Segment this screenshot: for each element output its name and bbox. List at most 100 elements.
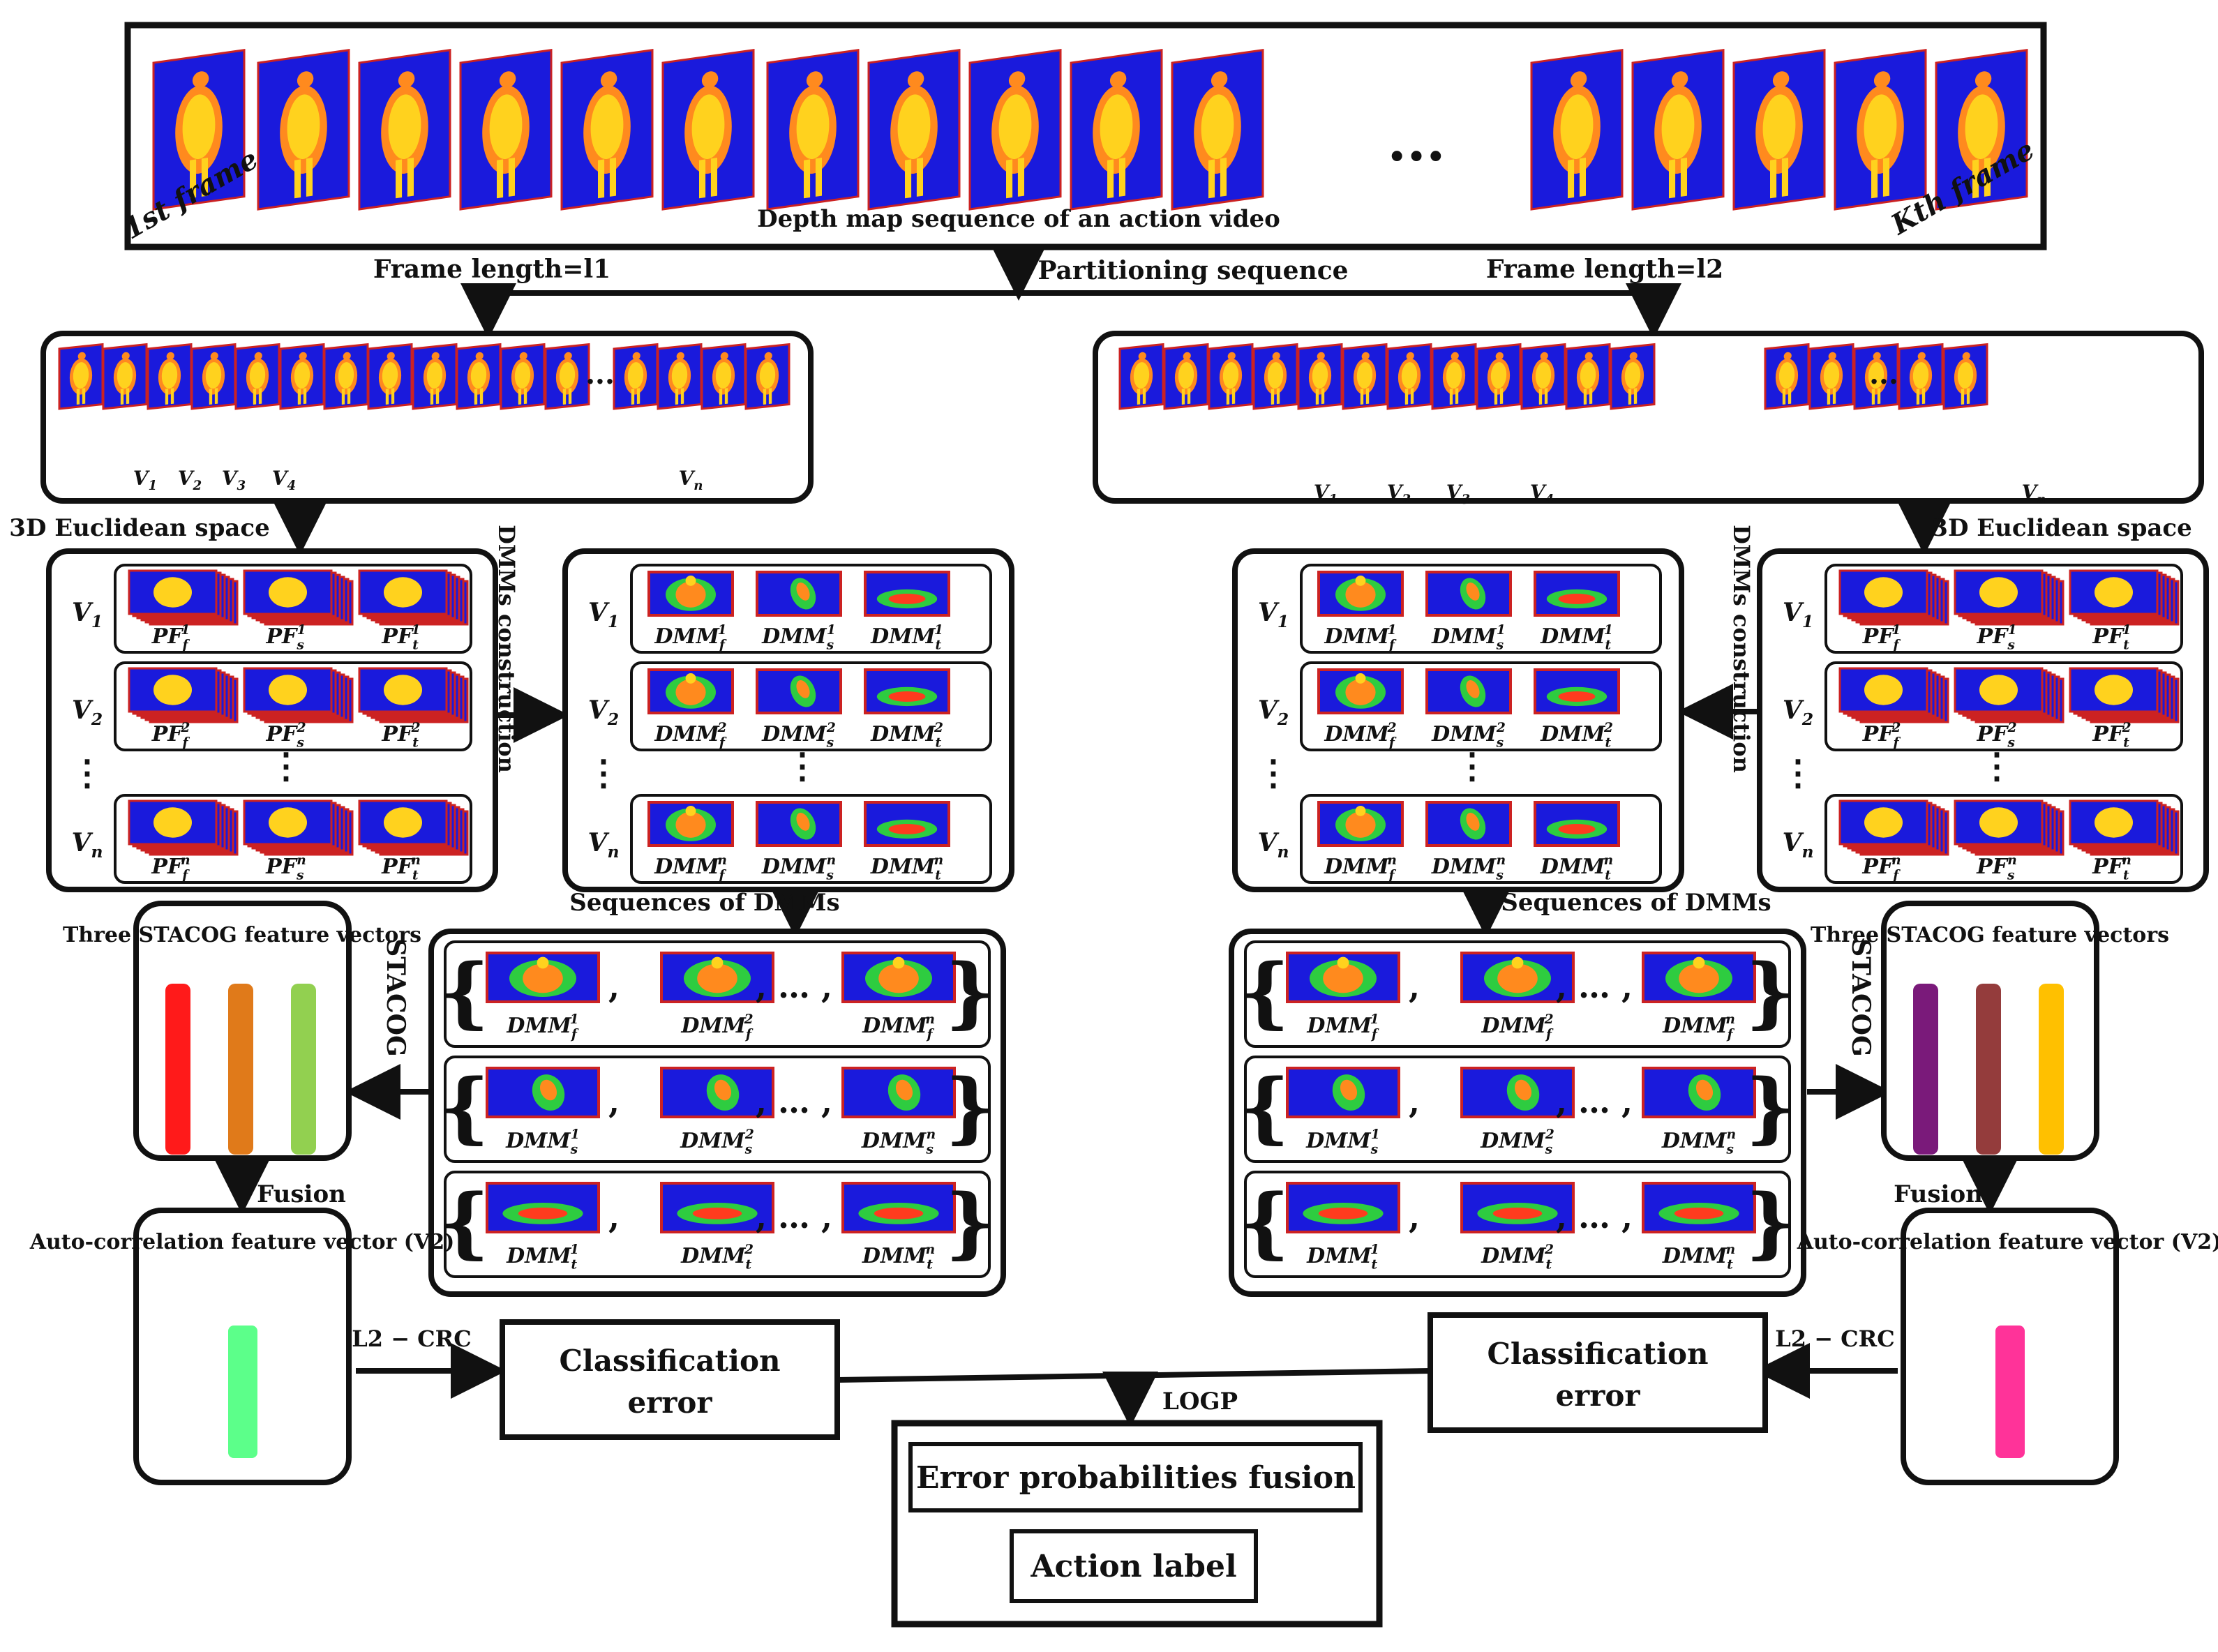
silhouette-leg <box>1871 159 1878 199</box>
right_branch-auto-bar <box>228 1326 257 1458</box>
right_branch-dmm-label: DMMtn <box>1540 853 1613 883</box>
right_branch-pf-vdots-mid: ⋮ <box>269 745 304 786</box>
silhouette-leg <box>1226 389 1230 405</box>
right_branch-dmm-label: DMMt2 <box>1540 721 1613 751</box>
right_branch-seq-dummy: ... <box>1266 1125 1267 1126</box>
silhouette-leg <box>699 159 706 199</box>
silhouette-head <box>600 71 617 88</box>
silhouette-head <box>1772 71 1790 88</box>
right_branch-stacog-label: STACOG <box>381 938 410 1057</box>
silhouette-head <box>387 352 395 360</box>
top-frame-11 <box>1171 49 1264 211</box>
silhouette-leg <box>1449 389 1453 405</box>
silhouette-core <box>1535 362 1552 389</box>
right_branch-seq-brace-open: { <box>440 1177 490 1267</box>
silhouette-leg <box>1628 389 1632 405</box>
dmm-front-head <box>1337 956 1349 969</box>
pf-silhouette <box>1864 675 1903 705</box>
silhouette-leg <box>170 388 174 405</box>
dmm-front-head <box>1355 805 1366 816</box>
silhouette-head <box>1975 71 1992 88</box>
dmm-top-core <box>1492 1208 1543 1219</box>
depth-sequence-caption: Depth map sequence of an action video <box>757 205 1280 233</box>
right_branch-pf-label: PFs2 <box>265 721 306 751</box>
right_branch-classification-box <box>500 1319 840 1440</box>
silhouette-head <box>499 71 516 88</box>
frame-body <box>1530 49 1624 211</box>
silhouette-leg <box>1006 159 1013 199</box>
dmm-side-core <box>1514 1079 1532 1101</box>
frame-body <box>1163 343 1209 410</box>
right_branch-classification-box <box>1428 1312 1768 1433</box>
right_branch-seg-frame <box>1118 343 1164 410</box>
dmm-front-core <box>675 811 706 838</box>
silhouette-core <box>1912 362 1929 389</box>
right_branch-pf-row-label: Vn <box>1783 828 1814 862</box>
frame-body <box>1935 49 2028 211</box>
silhouette-head <box>431 352 440 360</box>
right_branch-dmm-label: DMMfn <box>1324 853 1397 883</box>
right_branch-classification-label: Classification <box>559 1344 780 1378</box>
right_branch-dmm-row-label: V2 <box>1258 696 1289 729</box>
right_branch-pf-label: PFtn <box>381 853 421 883</box>
right_branch-seq-brace-open: { <box>1241 947 1290 1037</box>
right_branch-seq-brace-close: } <box>1746 1177 1795 1267</box>
action-label: Action label <box>1030 1549 1236 1584</box>
right_branch-seq-ellipsis: , … , <box>756 968 832 1005</box>
right_branch-seg-frame <box>1163 343 1209 410</box>
silhouette-leg <box>562 389 567 405</box>
silhouette-leg <box>1589 388 1593 405</box>
silhouette-leg <box>474 389 478 405</box>
right_branch-dmm-vdots-mid: ⋮ <box>785 745 820 786</box>
top-frame-14 <box>1732 49 1826 211</box>
top-frame-10 <box>1070 49 1163 211</box>
right_branch-seq-label: DMMt1 <box>506 1242 579 1272</box>
dmm-front-core <box>878 963 919 993</box>
right_branch-pf-label: PFfn <box>1861 853 1901 883</box>
right_branch-pf-stack <box>1838 569 1949 626</box>
frame-body <box>1476 343 1522 410</box>
silhouette-head <box>806 71 823 88</box>
silhouette-leg <box>1966 388 1970 405</box>
silhouette-leg <box>804 159 811 199</box>
silhouette-core <box>1356 362 1373 389</box>
right_branch-crc-label: L2 − CRC <box>1775 1326 1894 1352</box>
right_branch-seq-brace-open: { <box>1241 1177 1290 1267</box>
right_branch-dmm-thumb <box>864 801 950 847</box>
silhouette-core <box>1864 94 1897 159</box>
dmm-front-core <box>1679 963 1719 993</box>
right_branch-segment-label: V2 <box>178 467 202 493</box>
right_branch-pf-stack <box>1838 667 1949 723</box>
right_branch-seq-label: DMMsn <box>1661 1127 1736 1157</box>
silhouette-head <box>297 71 314 88</box>
silhouette-leg <box>1220 158 1227 197</box>
frame-body <box>867 49 961 211</box>
right_branch-seq-thumb <box>1286 952 1400 1003</box>
silhouette-leg <box>214 388 218 405</box>
right_branch-seg-frame <box>1610 343 1656 410</box>
right_branch-dmm-thumb <box>1425 668 1512 714</box>
right_branch-seg-frame <box>544 343 590 410</box>
silhouette-core <box>671 362 688 389</box>
silhouette-leg <box>1827 389 1831 405</box>
error-fusion-box <box>908 1442 1363 1512</box>
classification-link <box>837 1368 1431 1383</box>
frame-body <box>367 343 413 410</box>
silhouette-leg <box>518 389 522 405</box>
silhouette-head <box>1272 352 1280 360</box>
dmm-front-core <box>523 963 563 993</box>
frame-body <box>412 343 458 410</box>
right_branch-seq-thumb <box>486 1067 600 1118</box>
right_branch-pf-label: PFtn <box>2092 853 2131 883</box>
right_branch-classification-label-2: error <box>627 1386 712 1420</box>
right_branch-dmm-thumb <box>1317 668 1404 714</box>
right_branch-dmm-label: DMMs1 <box>1431 623 1506 653</box>
dmm-top-core <box>874 1208 924 1219</box>
silhouette-leg <box>523 388 527 405</box>
silhouette-leg <box>1455 388 1459 405</box>
right_branch-pf-label: PFt2 <box>2092 721 2131 751</box>
frame-body <box>1610 343 1656 410</box>
silhouette-leg <box>1404 389 1409 405</box>
logp-label: LOGP <box>1162 1388 1238 1416</box>
silhouette-head <box>1109 71 1127 88</box>
